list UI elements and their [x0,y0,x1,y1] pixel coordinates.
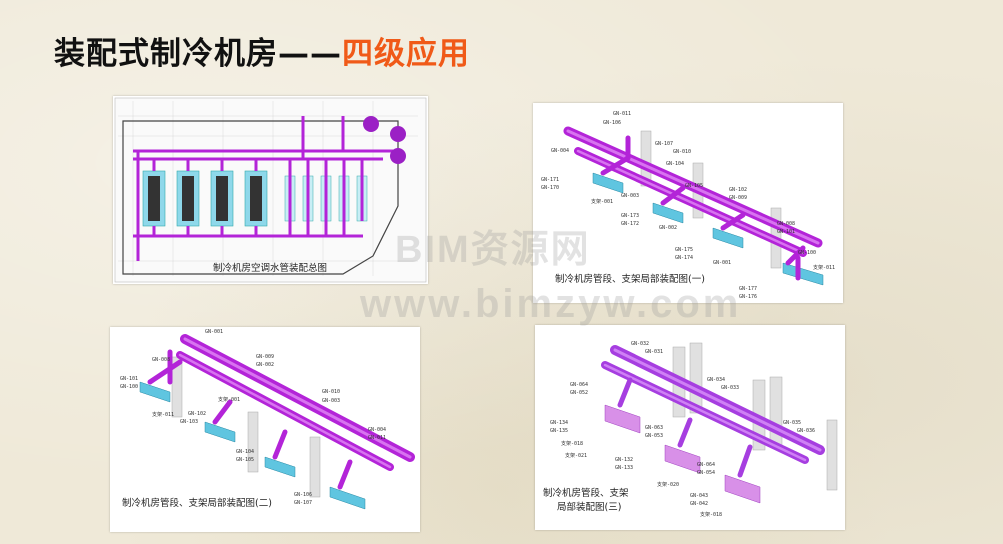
label: GN-106 [603,120,622,126]
label: GN-170 [541,185,560,191]
label: GN-100 [120,384,139,390]
label: GN-107 [294,500,313,506]
label: GN-064 [697,462,716,468]
assembly-drawing-2-panel: GN-001 GN-008 GN-009 GN-002 GN-101 GN-10… [110,327,420,532]
assembly-drawing-1-panel: GN-011 GN-106 GN-004 GN-107 GN-010 GN-17… [533,103,843,303]
label: GN-052 [570,390,589,396]
title-accent: 四级应用 [342,36,470,72]
label: GN-042 [690,501,709,507]
label: GN-135 [550,428,569,434]
label: GN-004 [551,148,570,154]
label: GN-172 [621,221,640,227]
label: 支架-018 [700,512,723,518]
watermark-line-1: BIM资源网 [395,229,591,271]
label: GN-171 [541,177,560,183]
label: 支架-001 [218,397,241,403]
watermark-line-2: www.bimzyw.com [360,282,742,326]
label: GN-031 [645,349,664,355]
label: GN-103 [180,419,199,425]
label: 支架-001 [591,199,614,205]
label: GN-176 [739,294,758,300]
label: GN-177 [739,286,758,292]
label: GN-101 [120,376,139,382]
label: GN-032 [631,341,650,347]
label: GN-133 [615,465,634,471]
label: GN-106 [294,492,313,498]
label: GN-043 [690,493,709,499]
title-main: 装配式制冷机房—— [54,36,342,72]
page-title: 装配式制冷机房——四级应用 [54,28,470,73]
label: GN-008 [152,357,171,363]
panel-3-caption: 制冷机房管段、支架局部装配图(二) [122,498,272,509]
label: GN-101 [777,229,796,235]
label: GN-104 [666,161,685,167]
label: GN-035 [783,420,802,426]
label: GN-105 [685,183,704,189]
label: GN-010 [322,389,341,395]
label: GN-002 [256,362,275,368]
label: 支架-011 [813,265,836,271]
label: GN-033 [721,385,740,391]
label: GN-102 [188,411,207,417]
label: GN-008 [777,221,796,227]
panel-4-caption-line1: 制冷机房管段、支架 [543,488,629,499]
label: GN-034 [707,377,726,383]
label: GN-134 [550,420,569,426]
plan-drawing [114,97,427,283]
label: GN-132 [615,457,634,463]
label: GN-009 [256,354,275,360]
assembly-drawing-3 [601,342,838,504]
label: GN-004 [368,427,387,433]
label: GN-053 [645,433,664,439]
label: GN-001 [713,260,732,266]
label: GN-054 [697,470,716,476]
label: GN-011 [613,111,632,117]
label: 支架-021 [565,453,588,459]
label: GN-003 [322,398,341,404]
label: GN-105 [236,457,255,463]
assembly-drawing-1 [563,126,824,286]
label: GN-036 [797,428,816,434]
label: GN-009 [729,195,748,201]
label: GN-001 [205,329,224,335]
label: GN-064 [570,382,589,388]
panel-1-caption: 制冷机房空调水管装配总图 [213,263,328,274]
label: GN-175 [675,247,694,253]
assembly-drawing-2 [139,334,415,510]
label: GN-002 [659,225,678,231]
panel-2-caption: 制冷机房管段、支架局部装配图(一) [555,274,705,285]
label: GN-003 [621,193,640,199]
label: GN-107 [655,141,674,147]
plan-drawing-panel: 制冷机房空调水管装配总图 [113,96,428,284]
panel-4-caption-line2: 局部装配图(三) [557,502,622,513]
assembly-drawing-3-panel: GN-032 GN-031 GN-064 GN-052 GN-034 GN-03… [535,325,845,530]
label: GN-011 [368,435,387,441]
label: 支架-011 [152,412,175,418]
label: GN-174 [675,255,694,261]
label: 支架-020 [657,482,680,488]
label: GN-100 [798,250,817,256]
label: GN-173 [621,213,640,219]
label: GN-102 [729,187,748,193]
label: GN-063 [645,425,664,431]
label: 支架-018 [561,441,584,447]
label: GN-104 [236,449,255,455]
label: GN-010 [673,149,692,155]
